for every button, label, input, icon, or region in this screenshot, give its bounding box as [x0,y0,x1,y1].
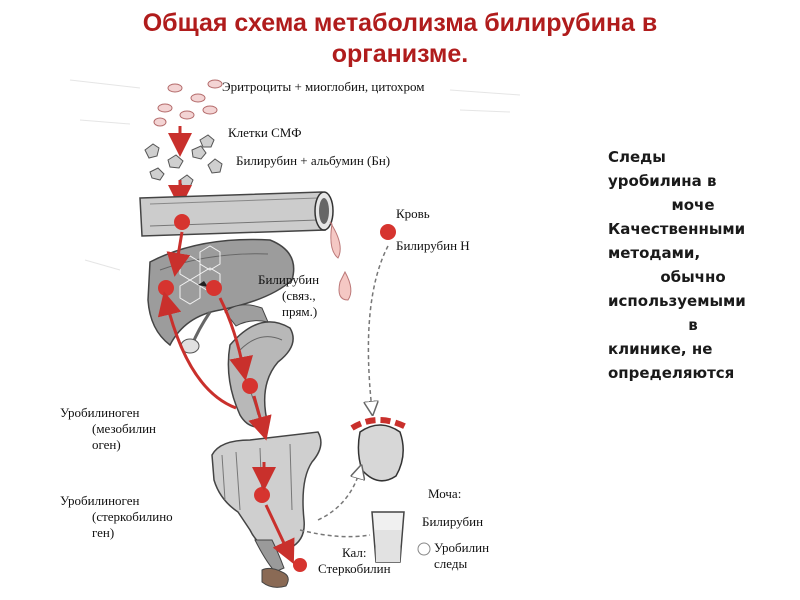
side-note-line-7: в [688,316,698,334]
side-note-line-1: уробилина в [608,172,717,190]
label-feces-1: Кал: [342,545,367,560]
label-bilirubin-albumin: Билирубин + альбумин (Бн) [236,153,391,168]
dashed-flow-arrows [299,245,389,538]
feces-icon [261,567,289,588]
label-bilirubin-conjugated-3: прям.) [282,304,318,319]
label-urobilinogen-sterco-2: (стеркобилино [92,509,173,524]
label-blood: Кровь [396,206,430,221]
label-traces: следы [434,556,468,571]
side-note-line-5: обычно [660,268,726,286]
node-blood-right [380,224,396,240]
side-note-line-6: используемыми [608,292,746,310]
node-liver-left [158,280,174,296]
background-texture [69,79,521,271]
label-urine-bilirubin: Билирубин [422,514,484,529]
label-urobilin-traces: Уробилин следы [434,540,489,572]
urine-glass-icon [371,511,405,563]
side-note-line-9: определяются [608,364,735,382]
node-colon [254,487,270,503]
side-note: Следы уробилина в моче Качественными мет… [608,146,778,386]
label-smf-cells: Клетки СМФ [228,125,302,140]
node-blood-vessel [174,214,190,230]
node-feces [293,558,307,572]
side-note-line-0: Следы [608,148,666,166]
side-note-line-2: моче [671,196,715,214]
smf-cells-icon [144,134,223,188]
label-bilirubin-conjugated-1: Билирубин [258,272,320,287]
side-note-line-8: клинике, не [608,340,713,358]
red-flow-arrows [157,231,295,565]
erythrocytes-icon [153,79,223,127]
label-urobilinogen-meso-1: Уробилиноген [60,405,140,420]
large-intestine-icon [211,431,322,573]
label-urobilinogen-sterco-1: Уробилиноген [60,493,140,508]
page-title: Общая схема метаболизма билирубина в орг… [0,8,800,70]
label-urobilin: Уробилин [434,540,490,555]
label-urobilinogen-meso-3: оген) [92,437,121,452]
side-note-line-3: Качественными [608,220,746,238]
label-feces: Кал: Стеркобилин [318,545,391,577]
label-erythrocytes: Эритроциты + миоглобин, цитохром [222,79,425,94]
label-urobilinogen-sterco: Уробилиноген (стеркобилино ген) [60,493,173,541]
bile-drop-icon [338,270,352,301]
title-line-2: организме. [331,40,469,68]
title-line-1: Общая схема метаболизма билирубина в [142,9,658,37]
label-urobilinogen-meso-2: (мезобилин [92,421,157,436]
label-urobilinogen-meso: Уробилиноген (мезобилин оген) [60,405,156,453]
small-intestine-icon [224,304,294,428]
urine-markers [417,542,431,556]
node-intestine [242,378,258,394]
label-urine: Моча: [428,486,462,501]
label-bilirubin-conjugated: Билирубин (связ., прям.) [258,272,319,320]
label-stercobilin: Стеркобилин [318,561,391,576]
label-bilirubin-conjugated-2: (связ., [282,288,316,303]
kidney-icon [350,417,410,482]
label-bilirubin-n: Билирубин Н [396,238,470,253]
urobilin-trace-marker [417,542,431,556]
side-note-line-4: методами, [608,244,701,262]
node-liver-right [206,280,222,296]
label-urobilinogen-sterco-3: ген) [92,525,115,540]
